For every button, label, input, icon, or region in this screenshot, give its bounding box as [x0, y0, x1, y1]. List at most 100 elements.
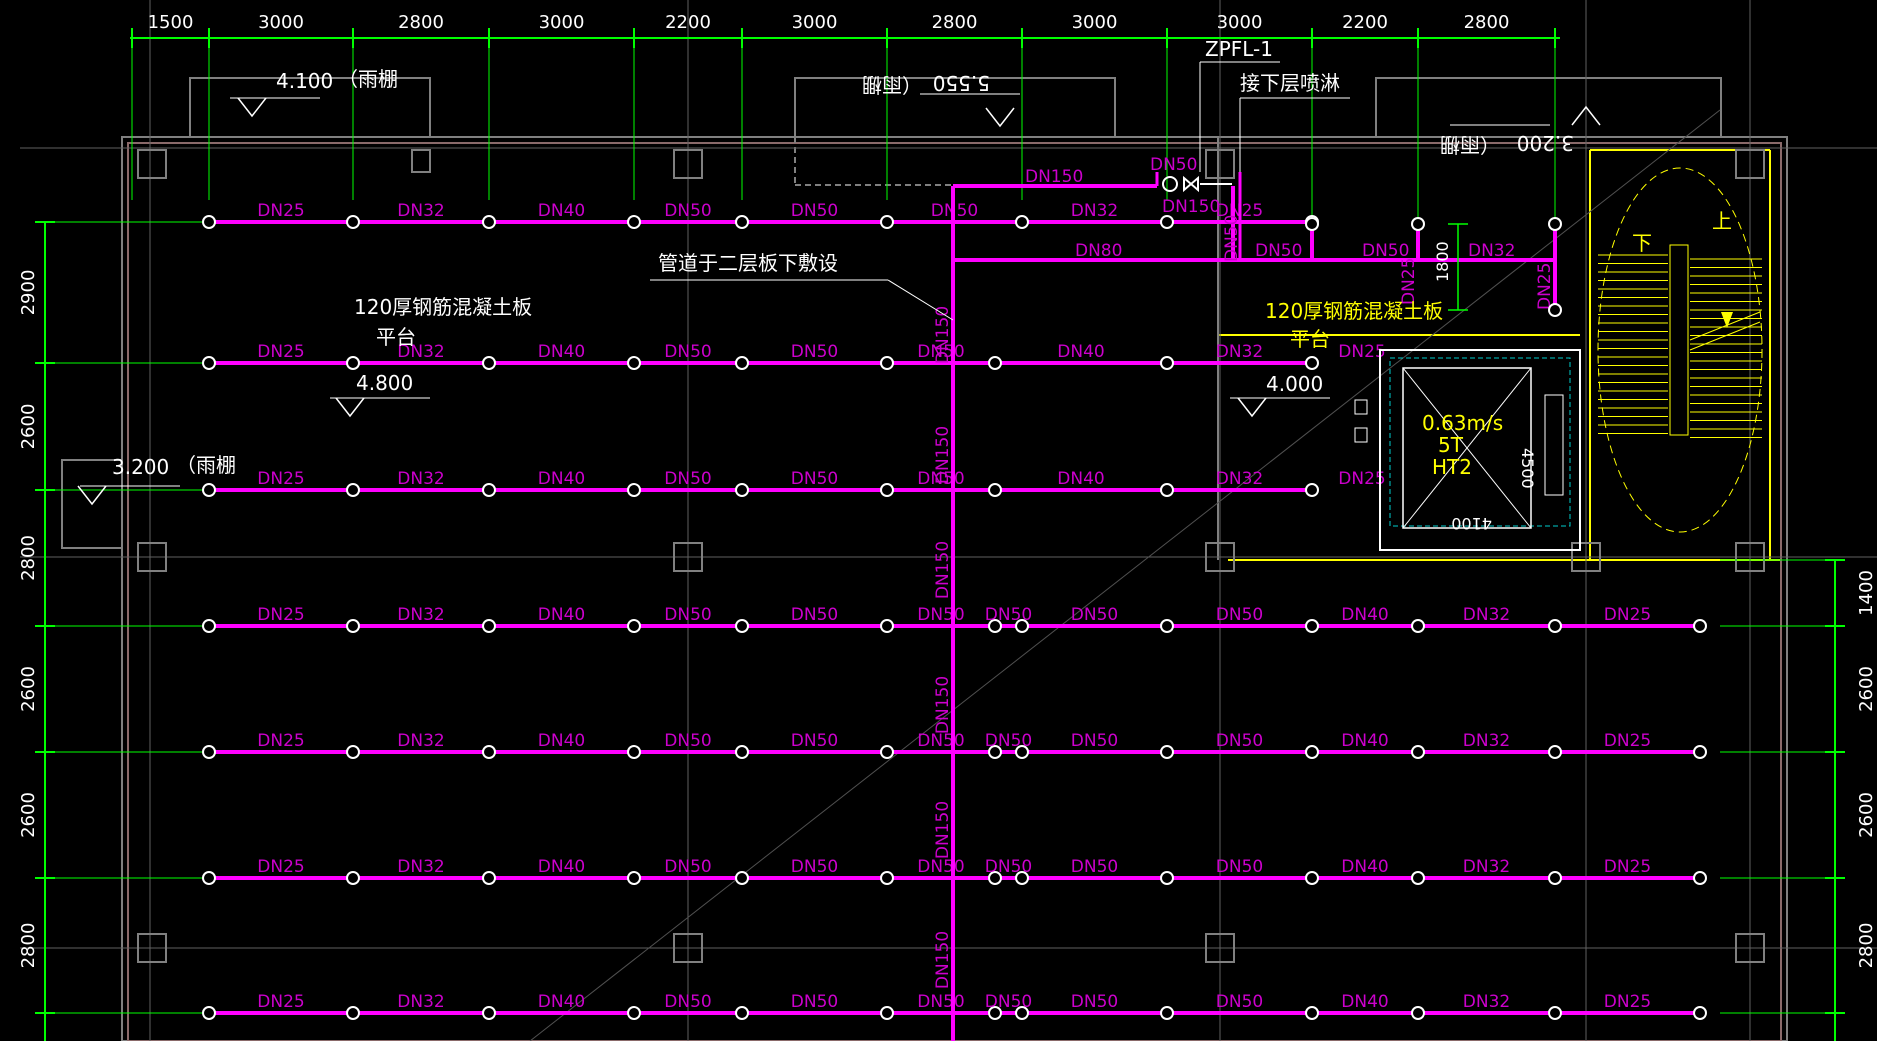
valve-symbol: [1162, 175, 1232, 193]
pipe-label: DN50: [1255, 241, 1302, 261]
canopy-4-label: （雨棚: [176, 453, 236, 477]
dimension-extension-lines: [131, 38, 1556, 230]
canopy-4-elevation: 3.200: [112, 455, 169, 479]
sprinkler-head: [988, 1006, 1002, 1020]
right-dimension: 2600: [1856, 792, 1877, 838]
sprinkler-head: [346, 745, 360, 759]
sprinkler-head: [1305, 745, 1319, 759]
pipe-label: DN50: [664, 342, 711, 362]
left-dimension: 2600: [18, 792, 39, 838]
elevation-right: 4.000: [1266, 372, 1323, 396]
sprinkler-head: [988, 745, 1002, 759]
sprinkler-head: [627, 483, 641, 497]
pipe-label: DN40: [538, 992, 585, 1012]
sprinkler-head: [627, 745, 641, 759]
pipe-label: DN25: [1604, 992, 1651, 1012]
sprinkler-head: [202, 619, 216, 633]
canopy-3: [1375, 77, 1722, 138]
platform-label-right: 平台: [1290, 327, 1330, 351]
pipe-label: DN50: [664, 605, 711, 625]
sprinkler-head: [880, 619, 894, 633]
canopy-2-elevation: 5.550: [933, 71, 990, 95]
slab-label-right: 120厚钢筋混凝土板: [1265, 299, 1443, 323]
sprinkler-head: [627, 215, 641, 229]
right-dimension: 2800: [1856, 923, 1877, 969]
elevator-depth: 4500: [1518, 448, 1537, 489]
sprinkler-head: [1411, 745, 1425, 759]
sprinkler-head: [988, 619, 1002, 633]
sprinkler-head: [482, 356, 496, 370]
sprinkler-head: [735, 1006, 749, 1020]
pipe-label: DN25: [1399, 258, 1419, 305]
elevator-load: 5T: [1438, 433, 1464, 457]
pipe-label: DN32: [397, 731, 444, 751]
sprinkler-head: [988, 871, 1002, 885]
pipe-label: DN50: [985, 992, 1032, 1012]
sprinkler-head: [1160, 215, 1174, 229]
sprinkler-head: [482, 483, 496, 497]
canopy-1: [189, 77, 431, 138]
sprinkler-head: [880, 356, 894, 370]
sprinkler-head: [1548, 619, 1562, 633]
left-dimension: 2800: [18, 923, 39, 969]
sprinkler-head: [1693, 619, 1707, 633]
pipe-label: DN25: [1604, 605, 1651, 625]
pipe-label: DN50: [917, 605, 964, 625]
sprinkler-head: [1411, 871, 1425, 885]
pipe-label: DN32: [397, 605, 444, 625]
sprinkler-head: [735, 745, 749, 759]
stair-arrow: [1721, 312, 1733, 328]
sprinkler-head: [880, 1006, 894, 1020]
left-dimension: 2800: [18, 535, 39, 581]
riser-label: DN150: [933, 801, 953, 859]
branch-row: DN25DN32DN40DN50DN50DN50DN32DN25: [202, 201, 1319, 229]
sprinkler-branch-lines: DN25DN32DN40DN50DN50DN50DN32DN25DN25DN32…: [202, 201, 1707, 1020]
riser-label: DN150: [933, 676, 953, 734]
pipe-label: DN50: [664, 857, 711, 877]
sprinkler-head: [1305, 619, 1319, 633]
pipe-label: DN32: [1071, 201, 1118, 221]
top-dimension: 1500: [148, 12, 194, 33]
pipe-label: DN25: [257, 992, 304, 1012]
sprinkler-head: [346, 215, 360, 229]
sprinkler-head: [1160, 356, 1174, 370]
pipe-label: DN50: [791, 992, 838, 1012]
pipe-label: DN32: [397, 992, 444, 1012]
pipe-label: DN32: [397, 469, 444, 489]
top-dimension: 3000: [539, 12, 585, 33]
sprinkler-head: [1015, 871, 1029, 885]
pipe-label: DN50: [985, 731, 1032, 751]
sprinkler-head: [988, 356, 1002, 370]
sprinkler-head: [1305, 1006, 1319, 1020]
pipe-label: DN50: [1362, 241, 1409, 261]
platform-label-left: 平台: [376, 325, 416, 349]
pipe-label: DN40: [538, 605, 585, 625]
elevator-id: HT2: [1432, 455, 1472, 479]
sprinkler-head: [1015, 619, 1029, 633]
pipe-label: DN40: [538, 731, 585, 751]
left-dimension: 2900: [18, 270, 39, 316]
sprinkler-head: [1548, 871, 1562, 885]
pipe-label: DN40: [538, 201, 585, 221]
canopy-2: [794, 77, 1116, 138]
sprinkler-head: [988, 483, 1002, 497]
dim-1800: 1800: [1433, 241, 1452, 282]
pipe-label: DN25: [257, 605, 304, 625]
pipe-label: DN50: [791, 857, 838, 877]
columns: [137, 149, 1765, 963]
sprinkler-head: [627, 871, 641, 885]
grid-lines: [20, 0, 1877, 1041]
pipe-label: DN40: [1057, 469, 1104, 489]
pipe-label: DN50: [917, 992, 964, 1012]
pipe-label: DN32: [1463, 605, 1510, 625]
main-riser: [951, 172, 1557, 1041]
riser-label: DN150: [933, 306, 953, 364]
sprinkler-head: [735, 871, 749, 885]
zpfl-label: ZPFL-1: [1205, 37, 1273, 61]
sprinkler-head: [1305, 483, 1319, 497]
top-dimension: 2800: [1464, 12, 1510, 33]
top-dimension: 2800: [398, 12, 444, 33]
sprinkler-head: [1015, 745, 1029, 759]
